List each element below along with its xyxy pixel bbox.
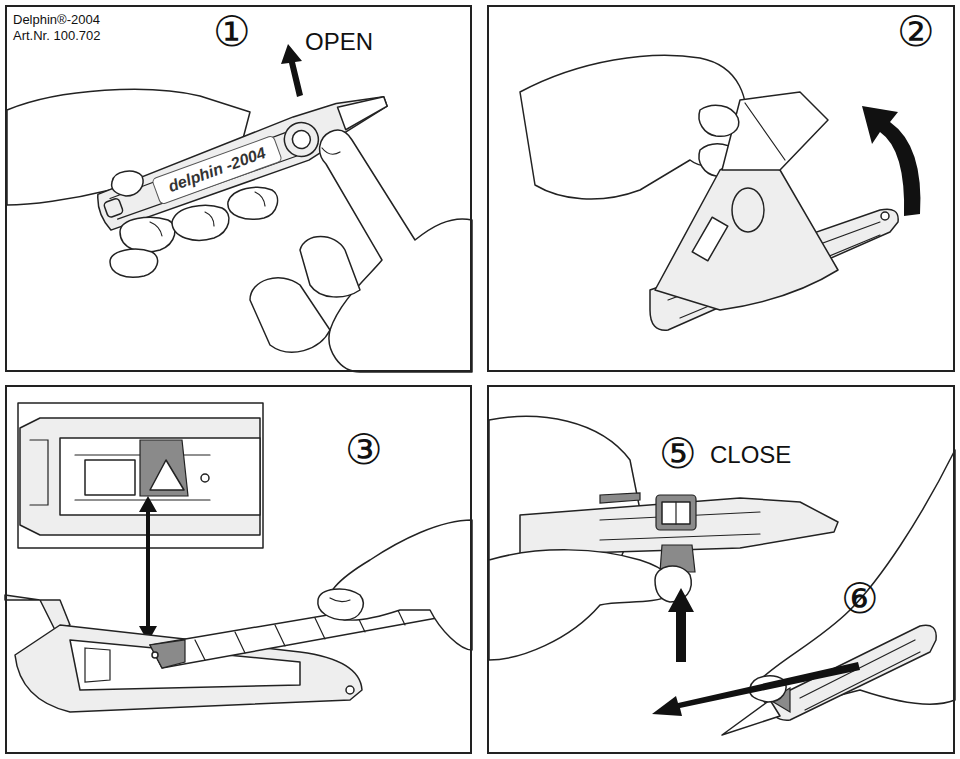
instruction-panel: delphin -2004 Delphin®-2004Art.Nr. 100.70… xyxy=(5,5,472,372)
instruction-panel: ③ xyxy=(5,385,472,754)
knife-top-open xyxy=(655,155,838,310)
knife-label: delphin -2004 xyxy=(151,135,283,206)
instruction-panel: ⑤ CLOSE ⑥ xyxy=(487,385,955,754)
curved-arrow xyxy=(862,106,920,216)
fingers xyxy=(120,217,175,252)
blade xyxy=(722,92,828,170)
inset-detail xyxy=(18,403,263,548)
step-number: ⑥ xyxy=(841,576,879,622)
hand xyxy=(327,520,472,650)
step-action: OPEN xyxy=(305,29,373,55)
panel-1-art xyxy=(7,44,472,372)
hand xyxy=(520,55,746,199)
close-arrow xyxy=(668,588,694,662)
step-number: ③ xyxy=(345,427,383,473)
blade-tip xyxy=(722,700,780,735)
cut-arrow xyxy=(652,662,860,716)
holding-hand xyxy=(489,550,673,660)
article-number: Art.Nr. 100.702 xyxy=(13,29,100,43)
panel-2-art xyxy=(520,55,920,330)
blade-piece xyxy=(140,440,188,496)
knife-cutting xyxy=(770,625,936,720)
step-number: ① xyxy=(213,9,251,55)
brand-label: delphin -2004 xyxy=(166,144,268,196)
panel-4-art xyxy=(489,416,955,735)
open-arrow xyxy=(281,44,303,97)
double-arrow xyxy=(139,496,157,642)
instruction-panel: ② xyxy=(487,5,955,372)
step-action: CLOSE xyxy=(710,442,791,468)
step-number: ② xyxy=(897,9,935,55)
slider xyxy=(656,495,696,530)
panel-3-art xyxy=(5,403,472,712)
step-number: ⑤ xyxy=(659,431,697,477)
product-name: Delphin®-2004 xyxy=(13,13,100,27)
